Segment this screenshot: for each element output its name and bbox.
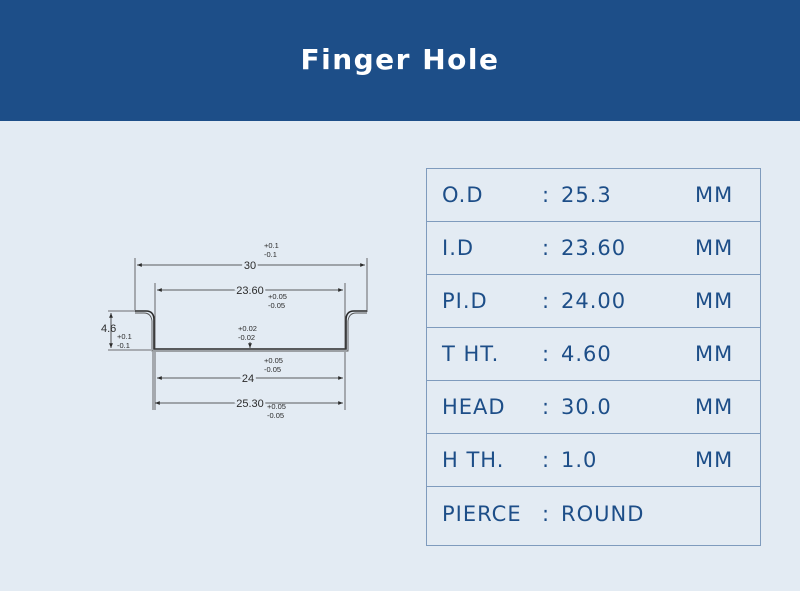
spec-value: 23.60 — [561, 236, 627, 260]
spec-label: HEAD — [442, 395, 506, 419]
tol-46-minus: -0.1 — [117, 341, 130, 350]
tol-24-plus: +0.05 — [264, 356, 283, 365]
spec-value: 1.0 — [561, 448, 598, 472]
spec-label: H TH. — [442, 448, 505, 472]
tol-thickness-minus: -0.02 — [238, 333, 255, 342]
spec-colon: : — [542, 448, 551, 472]
spec-row-tht: T HT. : 4.60 MM — [427, 328, 760, 381]
spec-unit: MM — [695, 236, 734, 260]
tol-2530-minus: -0.05 — [267, 411, 284, 420]
technical-drawing: 30 +0.1 -0.1 23.60 +0.05 -0.05 4.6 +0.1 … — [95, 235, 385, 425]
header-banner: Finger Hole — [0, 0, 800, 121]
finger-hole-profile-drawing: 30 +0.1 -0.1 23.60 +0.05 -0.05 4.6 +0.1 … — [101, 241, 368, 420]
tol-30-minus: -0.1 — [264, 250, 277, 259]
tol-2360-minus: -0.05 — [268, 301, 285, 310]
spec-value: ROUND — [561, 501, 645, 526]
tol-46-plus: +0.1 — [117, 332, 132, 341]
spec-unit: MM — [695, 289, 734, 313]
dim-46-label: 4.6 — [101, 323, 116, 335]
tol-thickness-plus: +0.02 — [238, 324, 257, 333]
spec-label: T HT. — [442, 342, 500, 366]
dim-30-label: 30 — [244, 260, 256, 272]
spec-unit: MM — [695, 395, 734, 419]
spec-row-od: O.D : 25.3 MM — [427, 169, 760, 222]
tol-30-plus: +0.1 — [264, 241, 279, 250]
spec-colon: : — [542, 501, 551, 526]
spec-value: 4.60 — [561, 342, 612, 366]
tol-2530-plus: +0.05 — [267, 402, 286, 411]
tol-2360-plus: +0.05 — [268, 292, 287, 301]
dimension-lines — [109, 263, 365, 405]
spec-label: PIERCE — [442, 501, 522, 526]
spec-value: 24.00 — [561, 289, 627, 313]
part-profile-line — [135, 310, 367, 350]
spec-label: PI.D — [442, 289, 488, 313]
spec-row-id: I.D : 23.60 MM — [427, 222, 760, 275]
extension-lines — [108, 258, 368, 410]
spec-colon: : — [542, 236, 551, 260]
spec-value: 30.0 — [561, 395, 612, 419]
dim-2530-label: 25.30 — [236, 398, 264, 410]
page-title: Finger Hole — [300, 43, 500, 76]
spec-row-head: HEAD : 30.0 MM — [427, 381, 760, 434]
spec-table: O.D : 25.3 MM I.D : 23.60 MM PI.D : 24.0… — [426, 168, 761, 546]
tol-24-minus: -0.05 — [264, 365, 281, 374]
spec-row-pid: PI.D : 24.00 MM — [427, 275, 760, 328]
spec-row-hth: H TH. : 1.0 MM — [427, 434, 760, 487]
spec-colon: : — [542, 395, 551, 419]
spec-label: O.D — [442, 183, 484, 207]
dim-24-label: 24 — [242, 373, 254, 385]
dim-2360-label: 23.60 — [236, 285, 264, 297]
spec-unit: MM — [695, 183, 734, 207]
spec-colon: : — [542, 183, 551, 207]
spec-label: I.D — [442, 236, 475, 260]
spec-unit: MM — [695, 448, 734, 472]
spec-row-pierce: PIERCE : ROUND — [427, 487, 760, 540]
spec-unit: MM — [695, 342, 734, 366]
spec-value: 25.3 — [561, 183, 612, 207]
spec-colon: : — [542, 342, 551, 366]
part-profile-inner-line — [135, 312, 367, 352]
spec-colon: : — [542, 289, 551, 313]
